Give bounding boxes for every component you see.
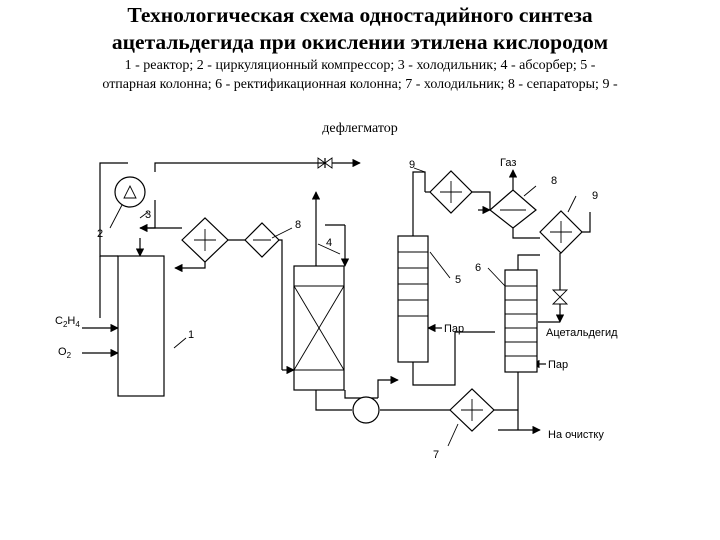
label-steam-b: Пар: [548, 359, 568, 371]
separator-8-right: [489, 189, 537, 229]
legend-line-3: дефлегматор: [322, 121, 398, 136]
pump: [352, 396, 380, 424]
valve-top-shape: [317, 157, 333, 169]
col5-top: [412, 171, 426, 236]
rectification-column-6: [504, 269, 538, 373]
label-n1: 1: [188, 329, 194, 341]
deph9b-vent: [582, 212, 591, 233]
col6-top: [517, 254, 540, 270]
label-n7: 7: [433, 449, 439, 461]
page-title-line-2: ацетальдегида при окислении этилена кисл…: [111, 30, 609, 54]
dephlegmator-9-left: [429, 170, 473, 214]
valve-product: [551, 289, 569, 305]
absorber-side-bottom: [344, 390, 378, 399]
sep8-right-drain: [512, 228, 520, 239]
label-n6: 6: [475, 262, 481, 274]
legend-line-1: 1 - реактор; 2 - циркуляционный компресс…: [124, 58, 596, 73]
page-title-line-1: Технологическая схема одностадийного син…: [127, 3, 593, 27]
label-n3: 3: [145, 209, 151, 221]
sep8-drain: [174, 262, 206, 273]
recycle-line-left: [99, 162, 128, 257]
label-n9-left: 9: [409, 159, 415, 171]
top-vent-line: [154, 162, 325, 172]
reactor-1: [117, 255, 165, 397]
to-column5: [377, 375, 399, 398]
label-n5: 5: [455, 274, 461, 286]
label-n2: 2: [97, 228, 103, 240]
label-to-treatment: На очистку: [548, 429, 604, 441]
label-n8-right: 8: [551, 175, 557, 187]
label-steam-a: Пар: [444, 323, 464, 335]
piping: [82, 157, 591, 435]
col5-bottom-to-col6: [412, 331, 495, 386]
compressor-2: [114, 176, 146, 208]
separator-8-left: [244, 222, 280, 258]
label-n8-left: 8: [295, 219, 301, 231]
deph-to-sep8: [472, 191, 491, 210]
label-n9-right: 9: [592, 190, 598, 202]
leader-lines: [109, 167, 577, 447]
label-product: Ацетальдегид: [546, 327, 618, 339]
legend-line-2: отпарная колонна; 6 - ректификационная к…: [102, 77, 618, 92]
label-ethylene: C2H4: [55, 315, 80, 329]
cooler-7: [449, 388, 495, 432]
compressor-symbol: [123, 184, 137, 199]
label-n4: 4: [326, 237, 332, 249]
cooler-3: [181, 217, 229, 263]
absorber-bottom: [315, 390, 352, 411]
absorber-4: [293, 265, 345, 391]
sep8-to-absorber-left: [262, 239, 283, 370]
label-oxygen: O2: [58, 346, 72, 360]
dephlegmator-9-right: [539, 210, 583, 254]
label-gas: Газ: [500, 157, 516, 169]
stripping-column-5: [397, 235, 429, 363]
